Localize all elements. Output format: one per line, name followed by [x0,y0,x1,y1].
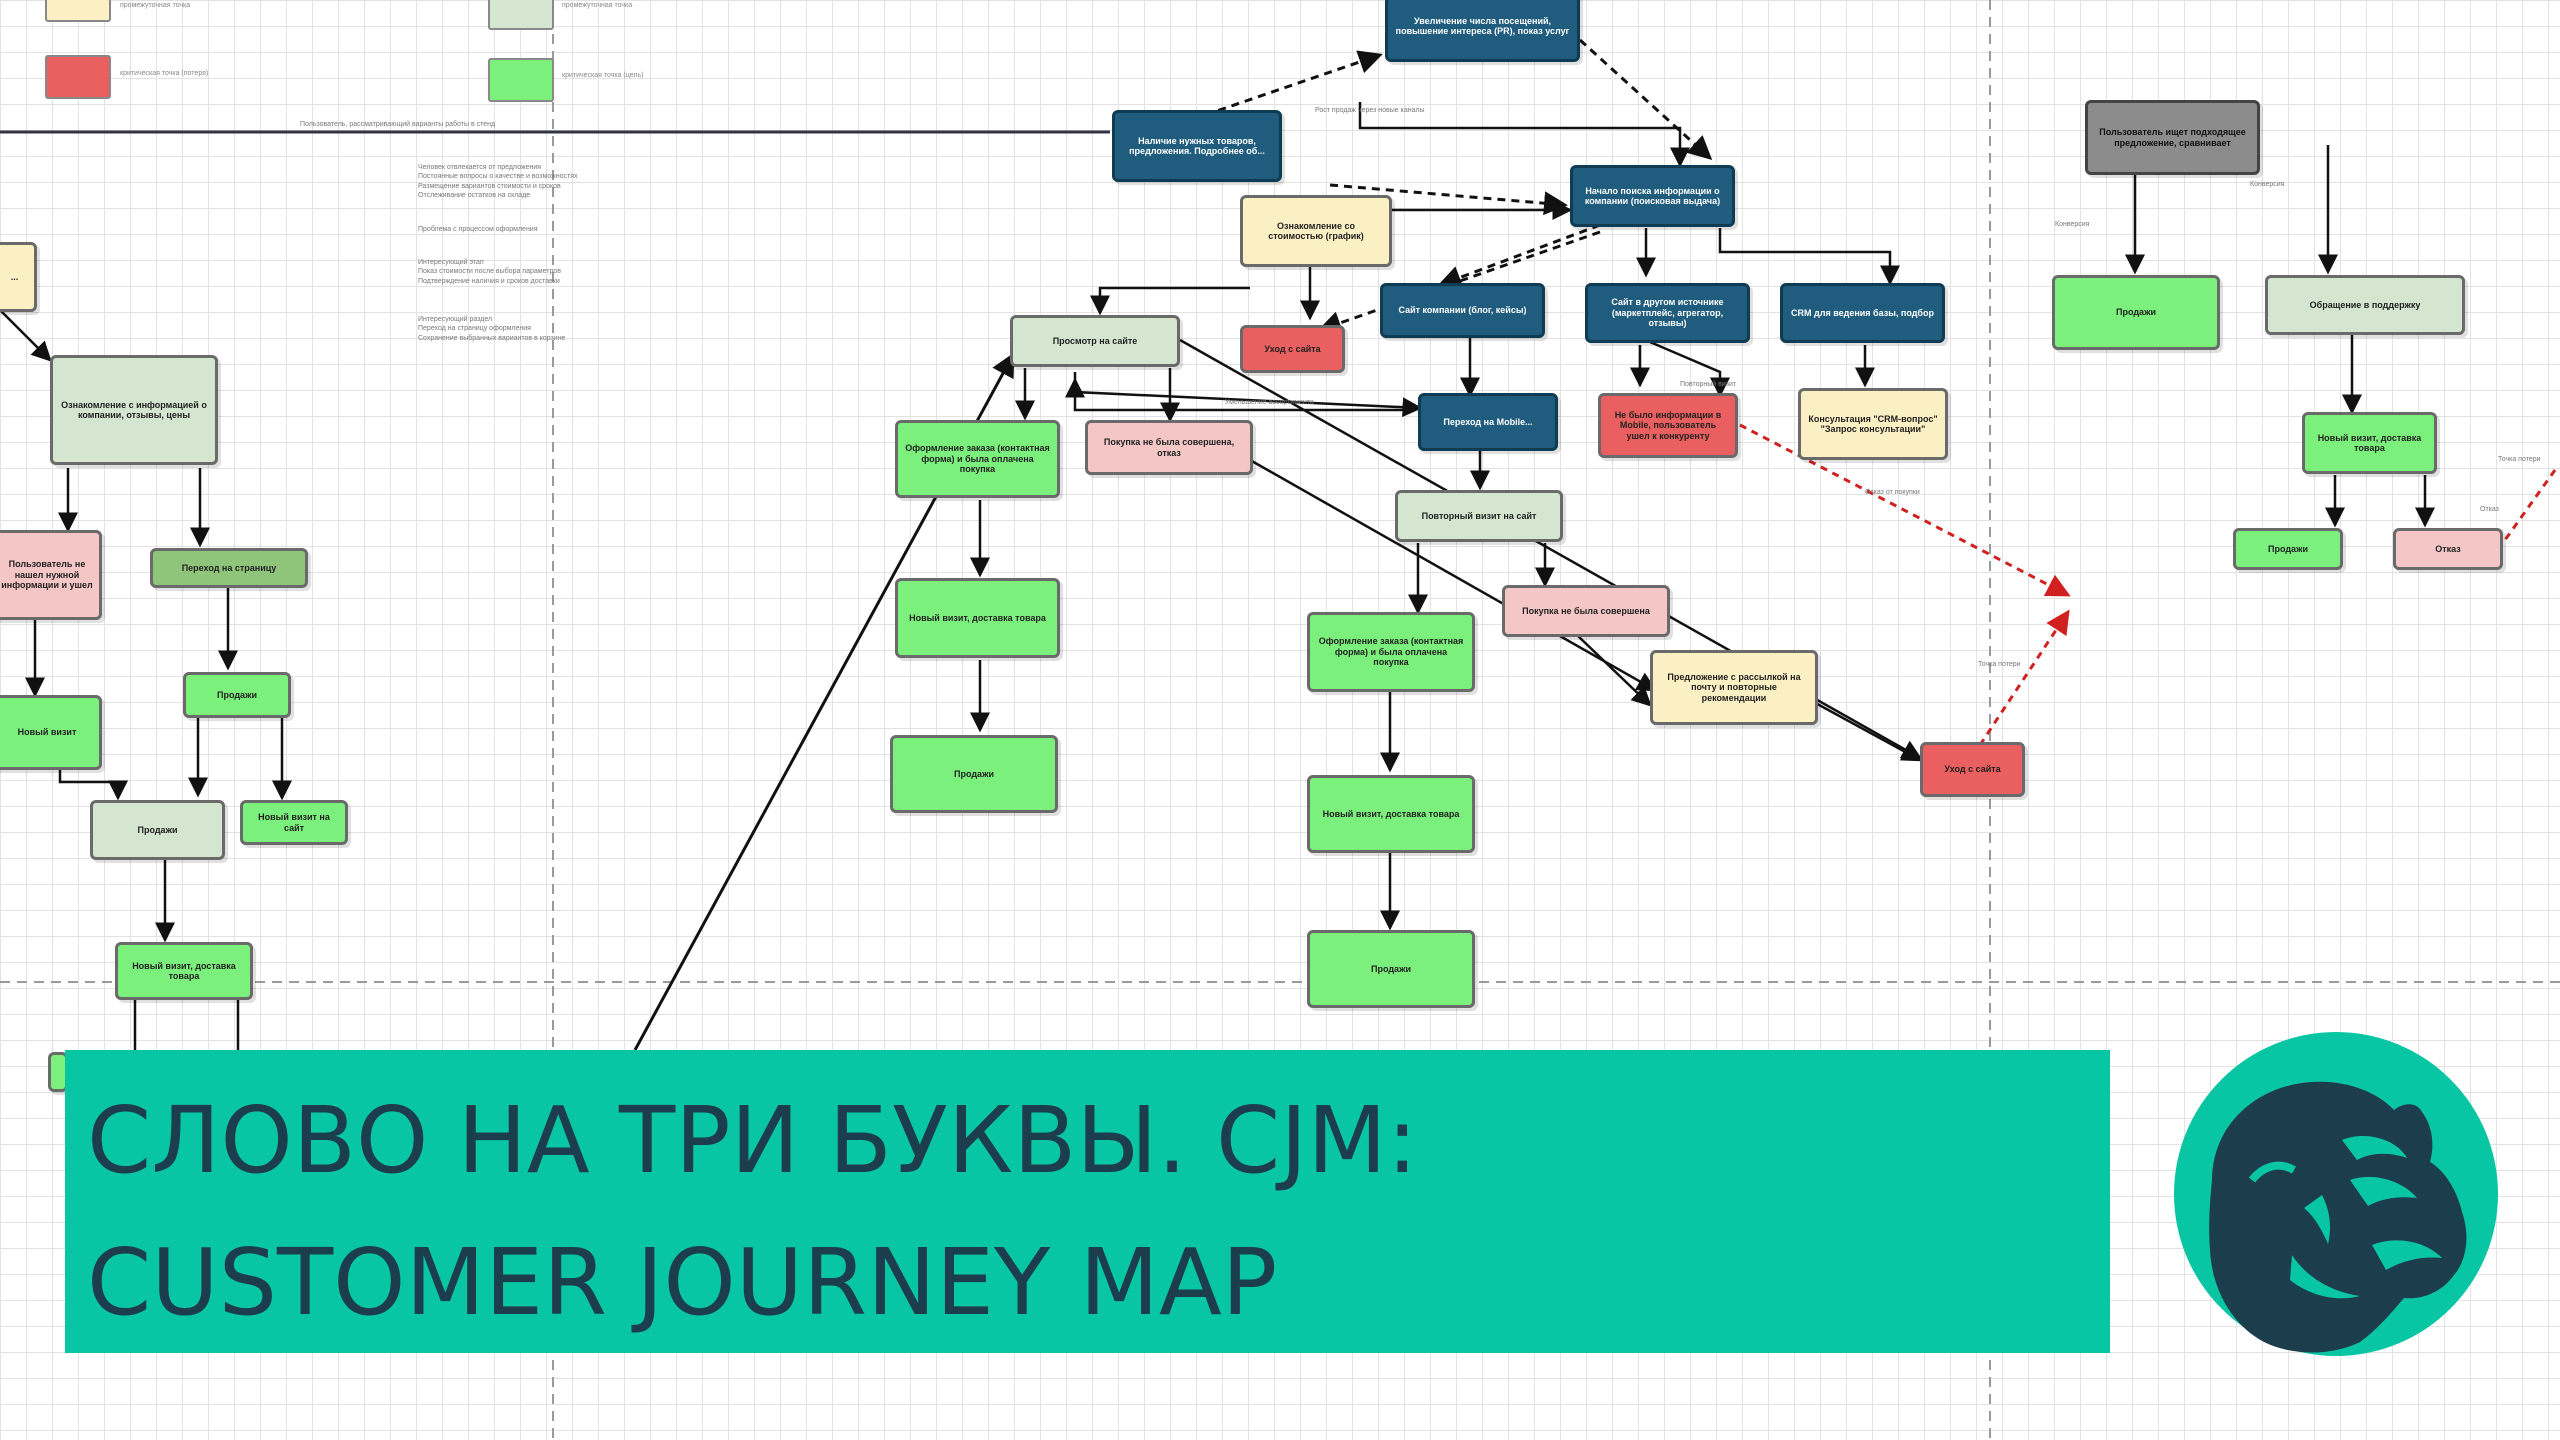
edge [1358,102,1690,168]
diagram-node: Сайт компании (блог, кейсы) [1380,283,1545,338]
edge [1317,230,1601,335]
edge [1809,698,1923,762]
diagram-node: Обращение в поддержку [2265,275,2465,335]
edge [1249,458,1658,692]
annotation-note: Интересующий раздел Переход на страницу … [418,316,566,342]
annotation-note: Отказ от покупки [1865,489,1920,496]
diagram-node: Отказ [2393,528,2503,570]
edge [1578,38,1713,161]
gorilla-face-detail [2290,1136,2442,1299]
diagram-node: Не было информации в Mobile, пользовател… [1598,393,1738,458]
diagram-node: Продажи [90,800,225,860]
gorilla-head-shape [2209,1081,2467,1353]
diagram-node: Покупка не была совершена [1502,585,1670,637]
legend-label: промежуточная точка [562,2,633,9]
diagram-node: Новый визит, доставка товара [2302,412,2437,474]
gorilla-ear-detail [2248,1161,2296,1183]
diagram-node: Новый визит [0,695,102,770]
diagram-node: Ознакомление со стоимостью (график) [1240,195,1392,267]
diagram-node: Пользователь ищет подходящее предложение… [2085,100,2260,175]
edge [0,309,52,362]
diagram-node: Начало поиска информации о компании (пои… [1570,165,1735,227]
annotation-note: Отказ [2480,506,2499,513]
diagram-node: Пользователь не нашел нужной информации … [0,530,102,620]
diagram-node: Ознакомление с информацией о компании, о… [50,355,218,465]
title-line-2: CUSTOMER JOURNEY MAP [87,1229,1278,1336]
title-line-1: СЛОВО НА ТРИ БУКВЫ. CJM: [87,1087,1418,1194]
annotation-note: Точка потери [1978,661,2021,668]
legend-label: критическая точка (потеря) [120,70,209,77]
diagram-node: Оформление заказа (контактная форма) и б… [1307,612,1475,692]
diagram-node: Просмотр на сайте [1010,315,1180,367]
annotation-note: Конверсия [2055,221,2090,228]
diagram-node: Предложение с рассылкой на почту и повто… [1650,650,1818,725]
legend-swatch-red [45,55,111,99]
annotation-note: Человек отвлекается от предложения Посто… [418,164,578,200]
diagram-node: Покупка не была совершена, отказ [1085,420,1253,475]
diagram-node: Наличие нужных товаров, предложения. Под… [1112,110,1282,182]
edge [1649,340,1730,398]
annotation-note: Интересующий этап Показ стоимости после … [418,259,561,285]
diagram-node: Продажи [183,672,291,718]
annotation-note: Конверсия [2250,181,2285,188]
legend-label: промежуточная точка [120,2,191,9]
edge [1090,286,1250,316]
legend-swatch-sage [488,0,554,30]
legend-label: критическая точка (цель) [562,72,644,79]
edge [1739,423,2071,597]
diagram-node: Переход на Mobile... [1418,393,1558,451]
annotation-note: Точка потери [2498,456,2541,463]
edge [1329,183,1568,216]
legend-swatch-green [488,58,554,102]
diagram-node: Новый визит, доставка товара [115,942,253,1000]
title-banner: СЛОВО НА ТРИ БУКВЫ. CJM: CUSTOMER JOURNE… [65,1050,2110,1353]
diagram-node: Новый визит, доставка товара [1307,775,1475,853]
diagram-node: Увеличение числа посещений, повышение ин… [1385,0,1580,62]
annotation-note: Проблема с процессом оформления [418,226,538,233]
edge [58,770,128,801]
diagram-node: Новый визит на сайт [240,800,348,845]
annotation-note: Рост продаж через новые каналы [1315,107,1425,114]
diagram-node: Консультация "CRM-вопрос" "Запрос консул… [1798,388,1948,460]
edge [1065,377,1410,412]
edge [2503,469,2557,541]
diagram-node: Продажи [1307,930,1475,1008]
diagram-node: Переход на страницу [150,548,308,588]
edge [1978,609,2070,746]
diagram-node: ... [0,242,37,312]
diagram-node: Новый визит, доставка товара [895,578,1060,658]
edge [1718,228,1900,286]
gorilla-logo-icon [2174,1032,2498,1356]
diagram-node: Продажи [2052,275,2220,350]
annotation-note: Пользователь, рассматривающий варианты р… [300,121,496,128]
edge [1437,223,1601,289]
diagram-node: Уход с сайта [1920,742,2025,797]
edge [1204,50,1383,117]
diagram-node: CRM для ведения базы, подбор [1780,283,1945,343]
diagram-node: Продажи [2233,528,2343,570]
annotation-note: Повторный визит [1680,381,1737,388]
diagram-node: Повторный визит на сайт [1395,490,1563,542]
legend-swatch-cream [45,0,111,22]
diagram-node: Сайт в другом источнике (маркетплейс, аг… [1585,283,1750,343]
diagram-node: Оформление заказа (контактная форма) и б… [895,420,1060,498]
annotation-note: Уменьшение ассортимента [1225,399,1314,406]
diagram-node: Продажи [890,735,1058,813]
diagram-node: Уход с сайта [1240,325,1345,373]
